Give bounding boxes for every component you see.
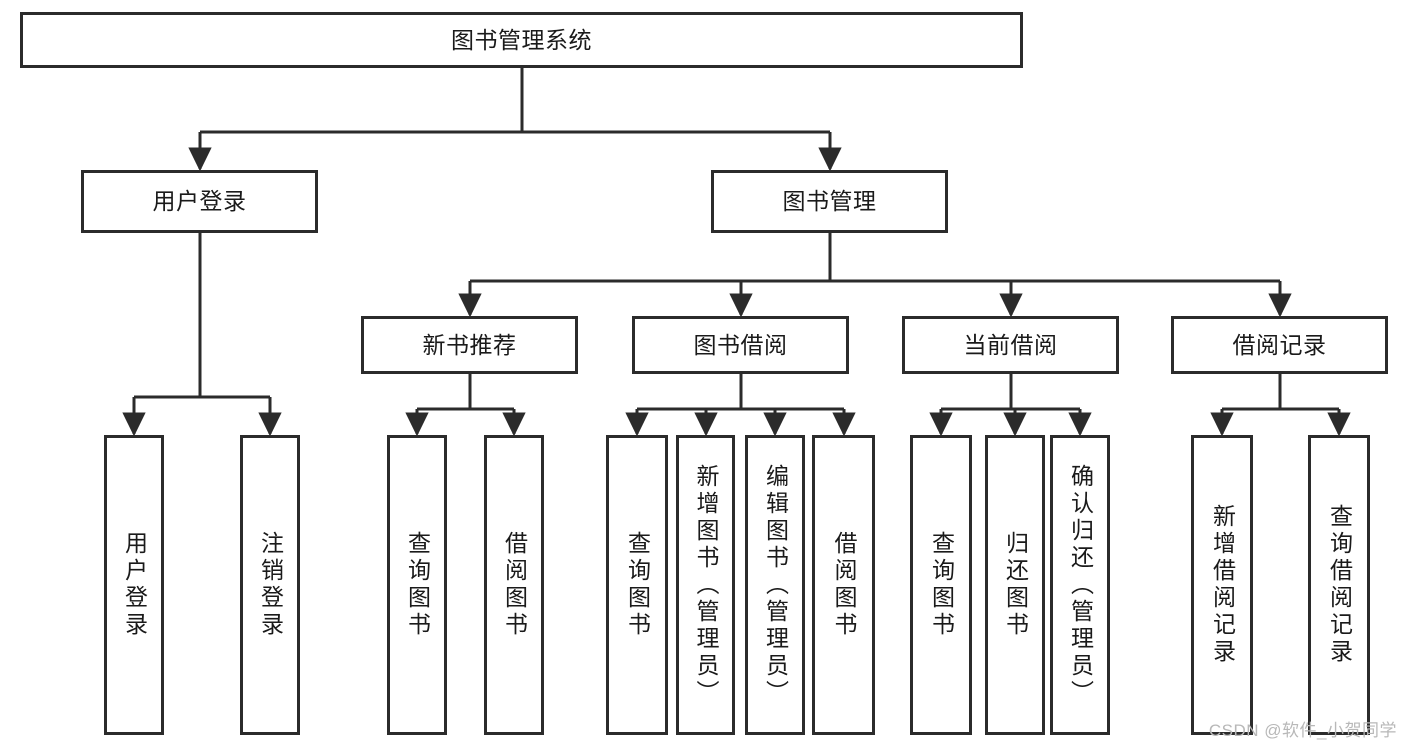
node-label: 图书管理: [782, 188, 877, 215]
node-l_addrec[interactable]: 新增借阅记录: [1191, 435, 1253, 735]
node-label: 注销登录: [257, 531, 284, 639]
node-l_logout[interactable]: 注销登录: [240, 435, 300, 735]
node-label: 编辑图书（管理员）: [762, 463, 789, 707]
node-label: 借阅图书: [831, 531, 857, 639]
node-label: 查询借阅记录: [1326, 504, 1353, 666]
watermark: CSDN @软件_小贺同学: [1208, 721, 1397, 740]
node-l_confirm[interactable]: 确认归还（管理员）: [1050, 435, 1110, 735]
node-label: 查询图书: [404, 531, 431, 639]
node-label: 新书推荐: [422, 331, 517, 358]
node-label: 当前借阅: [963, 331, 1058, 358]
node-label: 借阅图书: [501, 531, 528, 639]
node-label: 借阅记录: [1232, 331, 1327, 358]
node-l_add[interactable]: 新增图书（管理员）: [676, 435, 735, 735]
node-label: 归还图书: [1002, 531, 1029, 639]
node-l_query1[interactable]: 查询图书: [387, 435, 447, 735]
node-borrow[interactable]: 图书借阅: [632, 316, 849, 374]
node-current[interactable]: 当前借阅: [902, 316, 1119, 374]
node-l_borrow1[interactable]: 借阅图书: [484, 435, 544, 735]
node-label: 图书管理系统: [451, 26, 592, 53]
node-label: 新增图书（管理员）: [693, 463, 719, 707]
node-label: 用户登录: [152, 188, 247, 215]
node-label: 用户登录: [121, 531, 148, 639]
node-label: 图书借阅: [693, 331, 788, 358]
node-l_query3[interactable]: 查询图书: [910, 435, 972, 735]
node-root[interactable]: 图书管理系统: [20, 12, 1023, 68]
node-records[interactable]: 借阅记录: [1171, 316, 1388, 374]
node-l_borrow2[interactable]: 借阅图书: [812, 435, 875, 735]
node-label: 新增借阅记录: [1209, 504, 1236, 666]
node-login[interactable]: 用户登录: [81, 170, 318, 233]
node-l_return[interactable]: 归还图书: [985, 435, 1045, 735]
node-label: 确认归还（管理员）: [1067, 463, 1094, 707]
node-l_query2[interactable]: 查询图书: [606, 435, 668, 735]
node-bookmgmt[interactable]: 图书管理: [711, 170, 948, 233]
node-newbook[interactable]: 新书推荐: [361, 316, 578, 374]
node-label: 查询图书: [928, 531, 955, 639]
node-l_login[interactable]: 用户登录: [104, 435, 164, 735]
node-l_edit[interactable]: 编辑图书（管理员）: [745, 435, 805, 735]
node-l_queryrec[interactable]: 查询借阅记录: [1308, 435, 1370, 735]
node-label: 查询图书: [624, 531, 651, 639]
